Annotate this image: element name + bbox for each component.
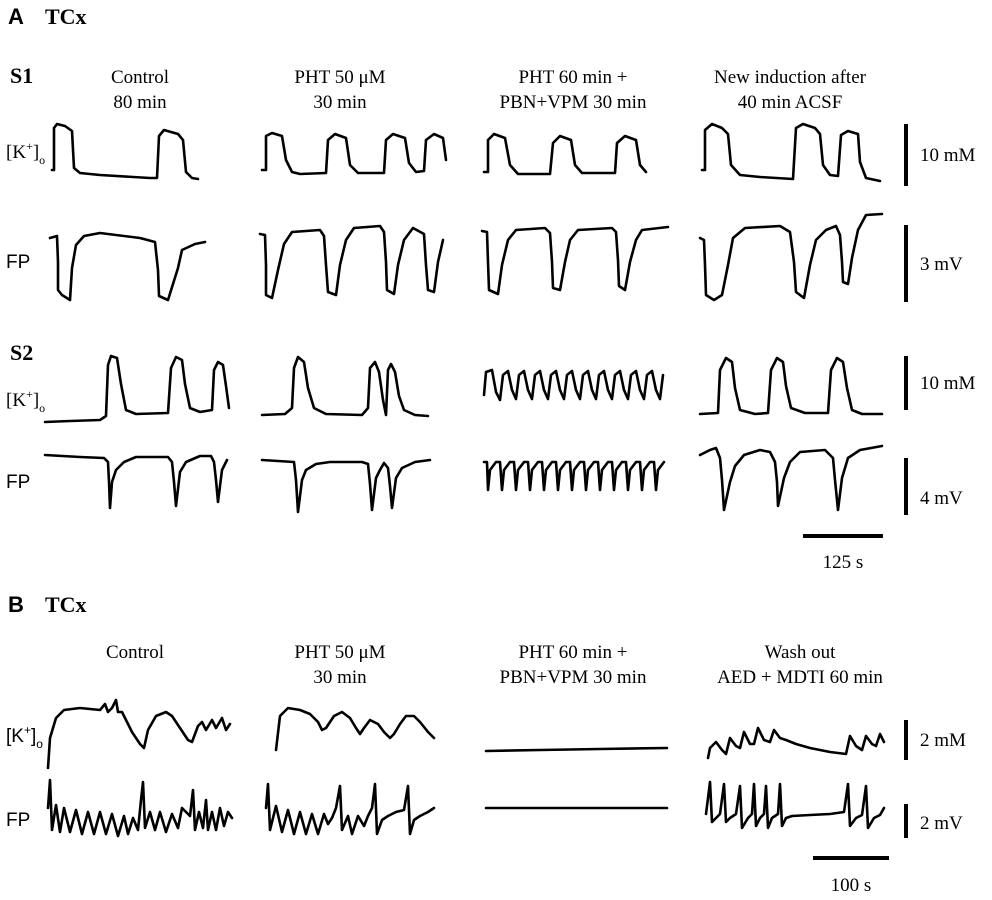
scale-label-s1-fp: 3 mV <box>920 254 963 275</box>
panel-b-traces <box>46 698 886 838</box>
panel-b-letter: B <box>8 592 24 617</box>
trace-b-k-pbnvpm <box>484 746 669 753</box>
scale-label-b-fp: 2 mV <box>920 813 963 834</box>
trace-s2-k-newinduction <box>698 356 884 416</box>
trace-s1-k-newinduction <box>700 122 882 183</box>
trace-s1-fp-pbnvpm <box>480 225 670 296</box>
trace-b-k-washout <box>706 726 886 760</box>
trace-s1-k-pbnvpm <box>482 132 648 176</box>
col-a1-line2: 80 min <box>113 92 167 113</box>
col-b3-line1: PHT 60 min + <box>518 642 627 663</box>
trace-s1-k-pht50 <box>260 131 448 176</box>
s1-label: S1 <box>10 63 33 88</box>
col-b3-line2: PBN+VPM 30 min <box>500 667 647 688</box>
panel-a-letter: A <box>8 4 24 29</box>
trace-s2-k-pbnvpm <box>482 368 665 402</box>
col-a1-line1: Control <box>111 67 169 88</box>
col-a3-line2: PBN+VPM 30 min <box>500 92 647 113</box>
trace-b-fp-washout <box>704 780 886 830</box>
trace-b-k-pht50 <box>274 706 436 752</box>
col-b4-line2: AED + MDTI 60 min <box>717 667 883 688</box>
s2-fp-label: FP <box>6 472 30 493</box>
s1-k-label: [K+]o <box>6 139 45 167</box>
panel-b-scale-bars: 2 mM 2 mV 100 s <box>813 720 966 896</box>
trace-s1-fp-pht50 <box>258 224 445 300</box>
trace-s2-fp-pht50 <box>260 458 432 514</box>
s2-k-label: [K+]o <box>6 387 45 415</box>
trace-s1-k-control <box>50 122 200 181</box>
col-b4-line1: Wash out <box>765 642 836 663</box>
col-b2-line2: 30 min <box>313 667 367 688</box>
col-a2-line2: 30 min <box>313 92 367 113</box>
trace-s2-k-control <box>43 354 231 424</box>
scale-label-b-k: 2 mM <box>920 730 966 751</box>
scale-label-s2-fp: 4 mV <box>920 488 963 509</box>
panel-a-region: TCx <box>45 4 87 29</box>
trace-s2-fp-pbnvpm <box>482 460 666 492</box>
s2-label: S2 <box>10 340 33 365</box>
trace-s2-fp-newinduction <box>698 444 884 512</box>
trace-b-fp-control <box>46 778 234 838</box>
b-k-label: [K+]o <box>6 723 43 751</box>
scale-label-b-time: 100 s <box>831 875 872 896</box>
trace-s2-k-pht50 <box>260 355 430 418</box>
panel-a-traces <box>43 122 884 514</box>
scale-label-s2-k: 10 mM <box>920 373 976 394</box>
col-a2-line1: PHT 50 μM <box>294 67 385 88</box>
scale-label-a-time: 125 s <box>823 552 864 573</box>
trace-s2-fp-control <box>43 453 229 510</box>
col-a4-line2: 40 min ACSF <box>738 92 843 113</box>
b-fp-label: FP <box>6 810 30 831</box>
panel-a-column-headers: Control 80 min PHT 50 μM 30 min PHT 60 m… <box>111 67 867 113</box>
s1-fp-label: FP <box>6 252 30 273</box>
panel-a-scale-bars: 10 mM 3 mV 10 mM 4 mV 125 s <box>803 124 976 573</box>
panel-b-region: TCx <box>45 592 87 617</box>
panel-b-column-headers: Control PHT 50 μM 30 min PHT 60 min + PB… <box>106 642 883 688</box>
trace-s1-fp-newinduction <box>698 212 884 302</box>
trace-b-fp-pht50 <box>264 782 436 836</box>
col-b2-line1: PHT 50 μM <box>294 642 385 663</box>
trace-s1-fp-control <box>48 231 207 302</box>
col-a4-line1: New induction after <box>714 67 867 88</box>
trace-b-k-control <box>46 698 232 770</box>
scale-label-s1-k: 10 mM <box>920 145 976 166</box>
col-a3-line1: PHT 60 min + <box>518 67 627 88</box>
col-b1-line1: Control <box>106 642 164 663</box>
